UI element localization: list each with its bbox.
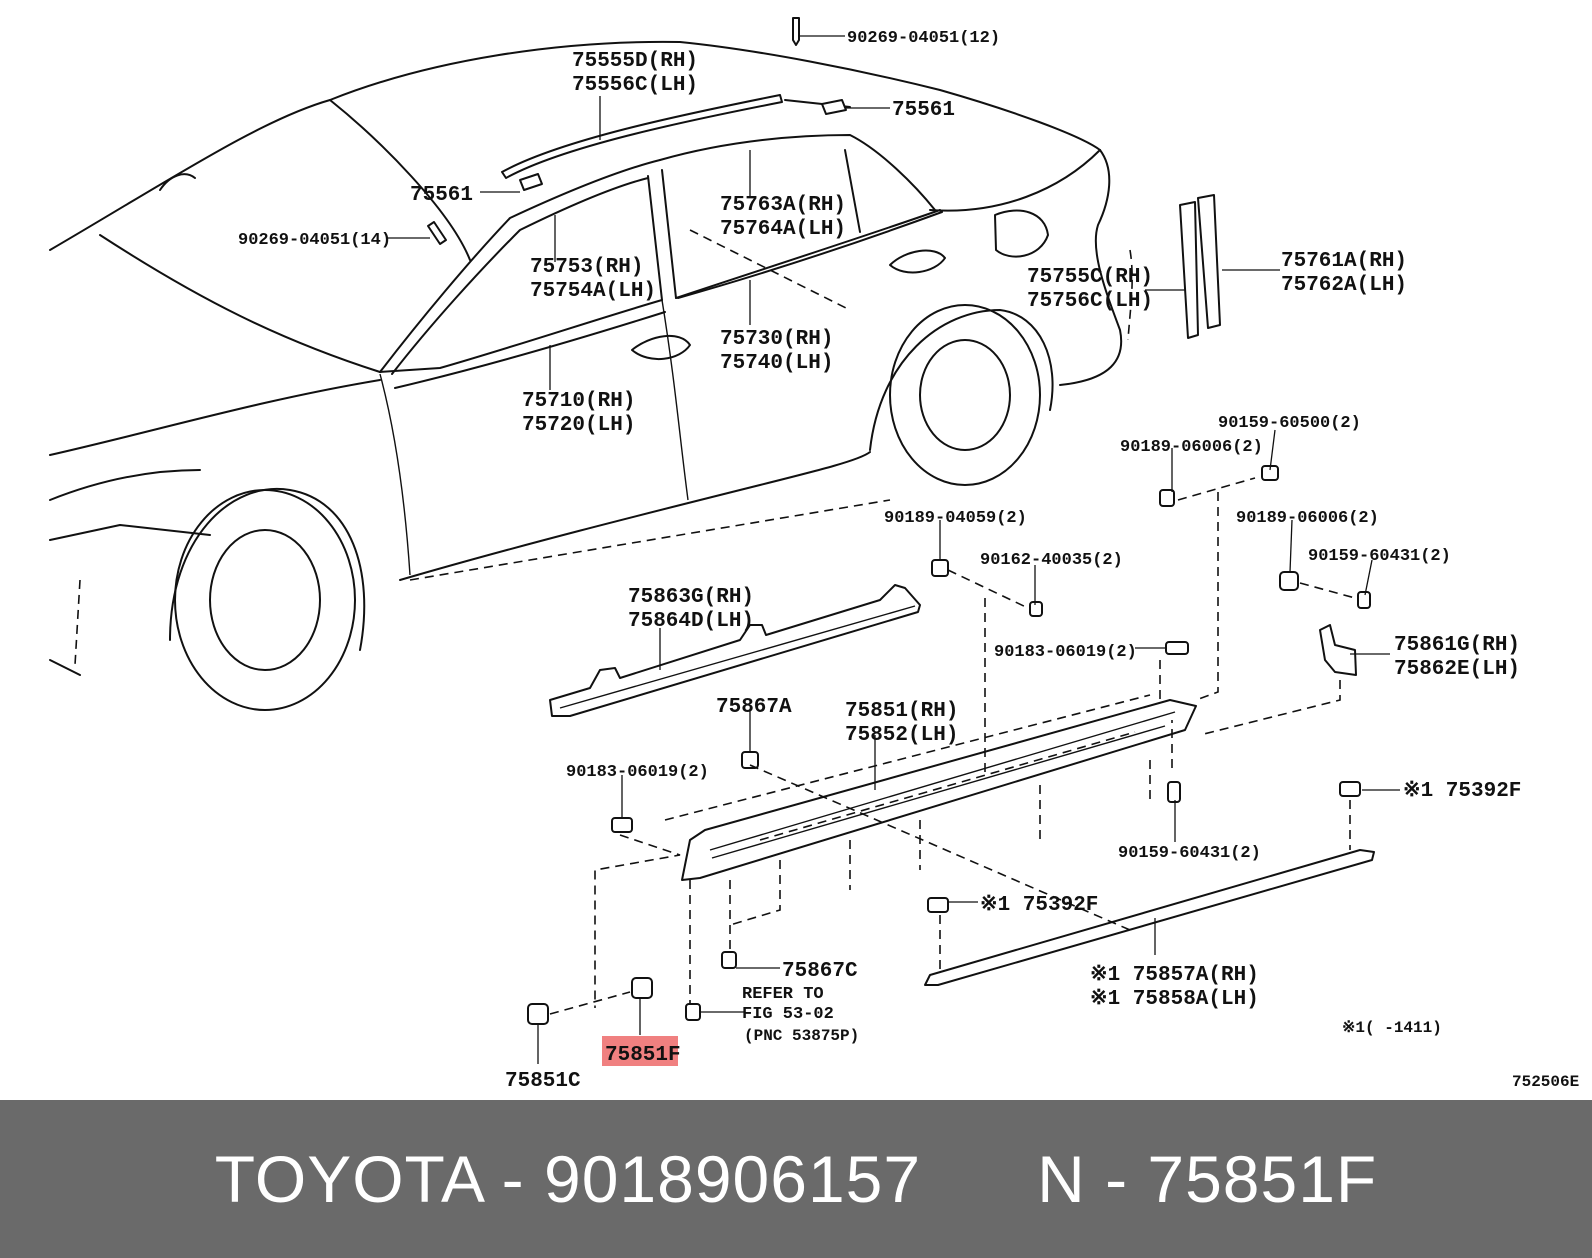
label-90159-60500: 90159-60500(2) xyxy=(1218,414,1361,433)
label-90189-06006-a: 90189-06006(2) xyxy=(1120,438,1263,457)
label-refer-to: REFER TO xyxy=(742,985,824,1004)
label-75862e: 75862E(LH) xyxy=(1394,658,1520,681)
label-90159-60431-a: 90159-60431(2) xyxy=(1308,547,1451,566)
label-note: ※1( -1411) xyxy=(1342,1019,1442,1037)
label-75753: 75753(RH) xyxy=(530,256,643,279)
rear-pillar-moulding-1 xyxy=(1179,201,1199,339)
label-75762a: 75762A(LH) xyxy=(1281,274,1407,297)
label-75851: 75851(RH) xyxy=(845,700,958,723)
label-75851c: 75851C xyxy=(505,1070,581,1090)
label-75867c: 75867C xyxy=(782,960,858,983)
label-fig-ref: FIG 53-02 xyxy=(742,1005,834,1024)
label-75561-top: 75561 xyxy=(892,99,955,122)
bracket xyxy=(1319,624,1357,676)
label-75852: 75852(LH) xyxy=(845,724,958,747)
label-75392f-b: ※1 75392F xyxy=(980,893,1098,917)
label-75867a: 75867A xyxy=(716,696,792,719)
roof-clip-left xyxy=(519,173,543,191)
roof-clip-top xyxy=(821,99,847,115)
stud-left xyxy=(427,221,447,245)
label-75710: 75710(RH) xyxy=(522,390,635,413)
footer-part-number: TOYOTA - 9018906157 N - 75851F xyxy=(214,1142,1378,1216)
label-90183-06019-a: 90183-06019(2) xyxy=(994,643,1137,662)
label-75764a: 75764A(LH) xyxy=(720,218,846,241)
label-90269-04051-14: 90269-04051(14) xyxy=(238,231,391,250)
label-75763a: 75763A(RH) xyxy=(720,194,846,217)
label-75392f-a: ※1 75392F xyxy=(1403,779,1521,803)
label-75761a: 75761A(RH) xyxy=(1281,250,1407,273)
label-figure-id: 752506E xyxy=(1512,1073,1579,1090)
label-75730: 75730(RH) xyxy=(720,328,833,351)
label-75864d: 75864D(LH) xyxy=(628,610,754,633)
car-body-outline xyxy=(49,40,1133,711)
roof-moulding xyxy=(501,94,783,179)
label-75851f: 75851F xyxy=(605,1044,681,1067)
label-90162-40035: 90162-40035(2) xyxy=(980,551,1123,570)
label-75858a: ※1 75858A(LH) xyxy=(1090,987,1259,1011)
footer-bar: TOYOTA - 9018906157 N - 75851F xyxy=(0,1100,1592,1258)
part-highlight xyxy=(602,1036,678,1066)
label-75755c: 75755C(RH) xyxy=(1027,266,1153,289)
label-90159-60431-b: 90159-60431(2) xyxy=(1118,844,1261,863)
label-pnc: (PNC 53875P) xyxy=(744,1027,859,1045)
rocker-reinforcement xyxy=(549,584,921,717)
label-75555d: 75555D(RH) xyxy=(572,50,698,73)
assembly-lines xyxy=(549,477,1356,1015)
label-75720: 75720(LH) xyxy=(522,414,635,437)
label-90189-06006-b: 90189-06006(2) xyxy=(1236,509,1379,528)
label-90269-04051-12: 90269-04051(12) xyxy=(847,29,1000,48)
label-75857a: ※1 75857A(RH) xyxy=(1090,963,1259,987)
label-75863g: 75863G(RH) xyxy=(628,586,754,609)
label-75861g: 75861G(RH) xyxy=(1394,634,1520,657)
lower-moulding xyxy=(924,849,1375,986)
label-75561-left: 75561 xyxy=(410,184,473,207)
label-75556c: 75556C(LH) xyxy=(572,74,698,97)
label-75740: 75740(LH) xyxy=(720,352,833,375)
parts-diagram: 90269-04051(12) 75555D(RH) 75556C(LH) 75… xyxy=(49,17,1580,1093)
stud-top xyxy=(792,17,800,46)
rocker-panel xyxy=(681,699,1197,881)
rear-pillar-moulding-2 xyxy=(1197,194,1221,329)
parts-diagram-svg: 90269-04051(12) 75555D(RH) 75556C(LH) 75… xyxy=(49,17,1579,1093)
label-90189-04059: 90189-04059(2) xyxy=(884,509,1027,528)
leader-lines xyxy=(388,35,1400,1064)
label-90183-06019-b: 90183-06019(2) xyxy=(566,763,709,782)
label-75754a: 75754A(LH) xyxy=(530,280,656,303)
label-75756c: 75756C(LH) xyxy=(1027,290,1153,313)
